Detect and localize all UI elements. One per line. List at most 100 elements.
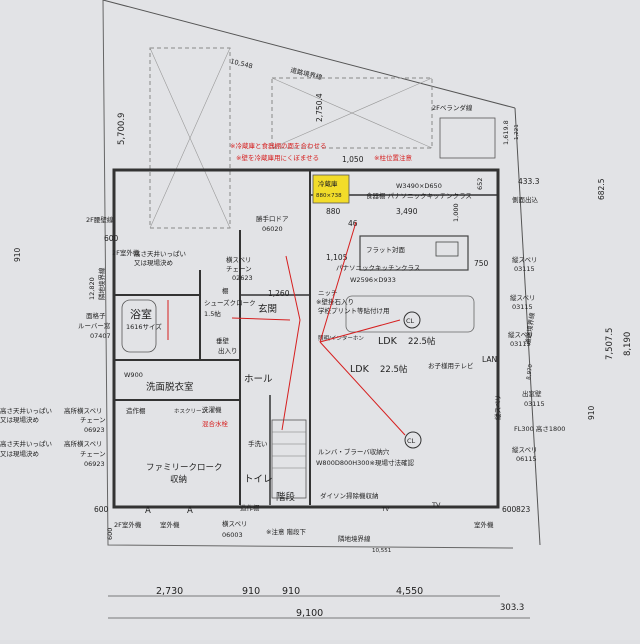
lan-label: LAN <box>482 355 497 364</box>
ldk-label-2: LDK <box>350 364 370 375</box>
w900-label: W900 <box>124 371 143 379</box>
robot-label-1: ルンバ・ブラーバ収納穴 <box>318 447 390 456</box>
veranda-label: 2Fベランダ線 <box>432 103 473 112</box>
vent-window-2: ルーバー窓 <box>78 321 111 330</box>
outdoor-1: 2F室外機 <box>112 248 140 257</box>
ldk-label-1: LDK <box>378 336 398 347</box>
dim-750: 750 <box>474 259 489 268</box>
shelf-label: 棚 <box>222 286 229 295</box>
dim-7507: 7,507.5 <box>605 328 615 360</box>
bath-size: 1616サイズ <box>126 322 162 331</box>
stairs-label: 階段 <box>276 491 296 503</box>
bottom-dim-1: 2,730 <box>156 586 183 597</box>
building-outline <box>112 168 500 509</box>
ldk-size-1: 22.5帖 <box>408 336 436 347</box>
window-right-1-code: 03115 <box>514 265 535 273</box>
note-2: ※壁を冷蔵庫用にくぼませる <box>236 153 319 162</box>
intercom-label: 照明/インターホン <box>318 334 364 342</box>
barrier-label: 2F腰壁線 <box>86 215 114 224</box>
bottom-dim: 10,551 <box>372 548 391 554</box>
left-note-4: チェーン <box>80 416 106 424</box>
pantry-door: 勝手口ドア <box>256 214 289 223</box>
marker-a-1: A <box>145 506 151 516</box>
top-right-dim: 1,619.8 <box>502 120 510 145</box>
niche-label: ニッチ <box>318 289 338 297</box>
dim-46: 46 <box>348 219 358 228</box>
screen-label: ホスクリーン <box>174 408 207 415</box>
wire-4 <box>281 255 301 431</box>
bottom-dim-3: 910 <box>282 586 300 597</box>
outdoor-4: 室外機 <box>160 520 180 529</box>
neighbor-bottom-label: 隣地境界線 <box>338 534 371 543</box>
window-right-4: 縦スベリ <box>512 445 538 454</box>
dim-1050: 1,050 <box>342 155 364 164</box>
note-3: ※柱位置注意 <box>374 153 412 162</box>
left-note-3: 高所横スベリ <box>64 406 103 415</box>
tv-label: TV <box>431 501 441 509</box>
window-right-2-code: 03115 <box>512 303 533 311</box>
dim-3490: 3,490 <box>396 207 418 216</box>
bathtub <box>121 299 157 353</box>
left-dim-upper: 5,700.9 <box>117 113 127 145</box>
kitchen-spec-1: パナソニックキッチンクラス <box>336 264 420 272</box>
dim-910-right-inner: 縦スベリ <box>493 394 502 420</box>
window-right-6-code: 03115 <box>524 400 545 408</box>
mirror-label-2: 出入り <box>218 346 238 355</box>
window-right-4-code: 06115 <box>516 455 537 463</box>
fridge-box <box>312 174 350 204</box>
closet-label: ファミリークローク <box>146 463 223 473</box>
kitchen-spec-2: W2596×D933 <box>350 276 396 284</box>
note-1: ※冷蔵庫と食器棚の面を合わせる <box>230 141 326 150</box>
faucet-label: 混合水栓 <box>202 419 229 428</box>
ldk-size-2: 22.5帖 <box>380 364 408 375</box>
left-note-8: 高所横スベリ <box>64 439 103 448</box>
parking-dim: 2,750.4 <box>315 93 324 122</box>
bottom-dim-4: 4,550 <box>396 586 423 597</box>
dim-1260: 1,260 <box>268 289 290 298</box>
cl-label-2: CL <box>407 437 416 445</box>
neighbor-dim: 12,820 <box>88 277 96 300</box>
wire-3 <box>319 221 357 343</box>
dim-600-br: 600 <box>502 505 517 514</box>
kids-tv: お子様用テレビ <box>428 361 474 370</box>
left-note-2: 又は現場決め <box>0 415 39 424</box>
window-right-5-code: FL300 高さ1800 <box>514 424 565 433</box>
left-note-9: チェーン <box>80 450 106 458</box>
wire-1 <box>319 319 401 343</box>
left-note-7: 又は現場決め <box>0 449 39 458</box>
vent-code: 07407 <box>90 332 111 340</box>
hall-label: ホール <box>244 374 273 385</box>
parking-diag-4 <box>271 77 433 149</box>
parking-area-1 <box>149 47 231 229</box>
window-right-2: 縦スベリ <box>510 293 536 302</box>
wire-2 <box>319 341 406 436</box>
window-right-3-code: 03115 <box>510 340 531 348</box>
road-right-dim: 8,970 <box>526 363 534 380</box>
marker-a-2: A <box>187 506 193 516</box>
washroom-label: 洗面脱衣室 <box>146 381 194 393</box>
build-shelf-1: 造作棚 <box>126 406 146 415</box>
left-note-5: 06923 <box>84 426 105 434</box>
cupboard-label: 食器棚 パナソニックキッチンクラス <box>366 191 472 200</box>
tv-label-2: TV <box>381 507 389 513</box>
road-boundary-right-line <box>514 107 541 546</box>
left-note-10: 06923 <box>84 460 105 468</box>
road-boundary-top-line <box>102 0 516 109</box>
genkan-label: 玄関 <box>258 303 277 315</box>
top-right-dim2: 1,221 <box>514 124 520 140</box>
dim-682: 682.5 <box>597 178 606 200</box>
dim-910-left: 910 <box>13 247 22 262</box>
dim-1105: 1,105 <box>326 253 348 262</box>
high-window-1b: 又は現場決め <box>134 258 173 267</box>
dim-600-bl2: 600 <box>106 528 114 540</box>
outdoor-5: 室外機 <box>474 520 494 529</box>
bottom-dim-total: 9,100 <box>296 608 323 619</box>
cl-label-1: CL <box>406 317 415 325</box>
stove-top <box>435 241 459 257</box>
dining-table <box>345 295 475 333</box>
fridge-label: 冷蔵庫 <box>318 179 338 188</box>
outdoor-3: 2F室外機 <box>114 520 142 529</box>
site-boundary-left <box>102 0 514 549</box>
